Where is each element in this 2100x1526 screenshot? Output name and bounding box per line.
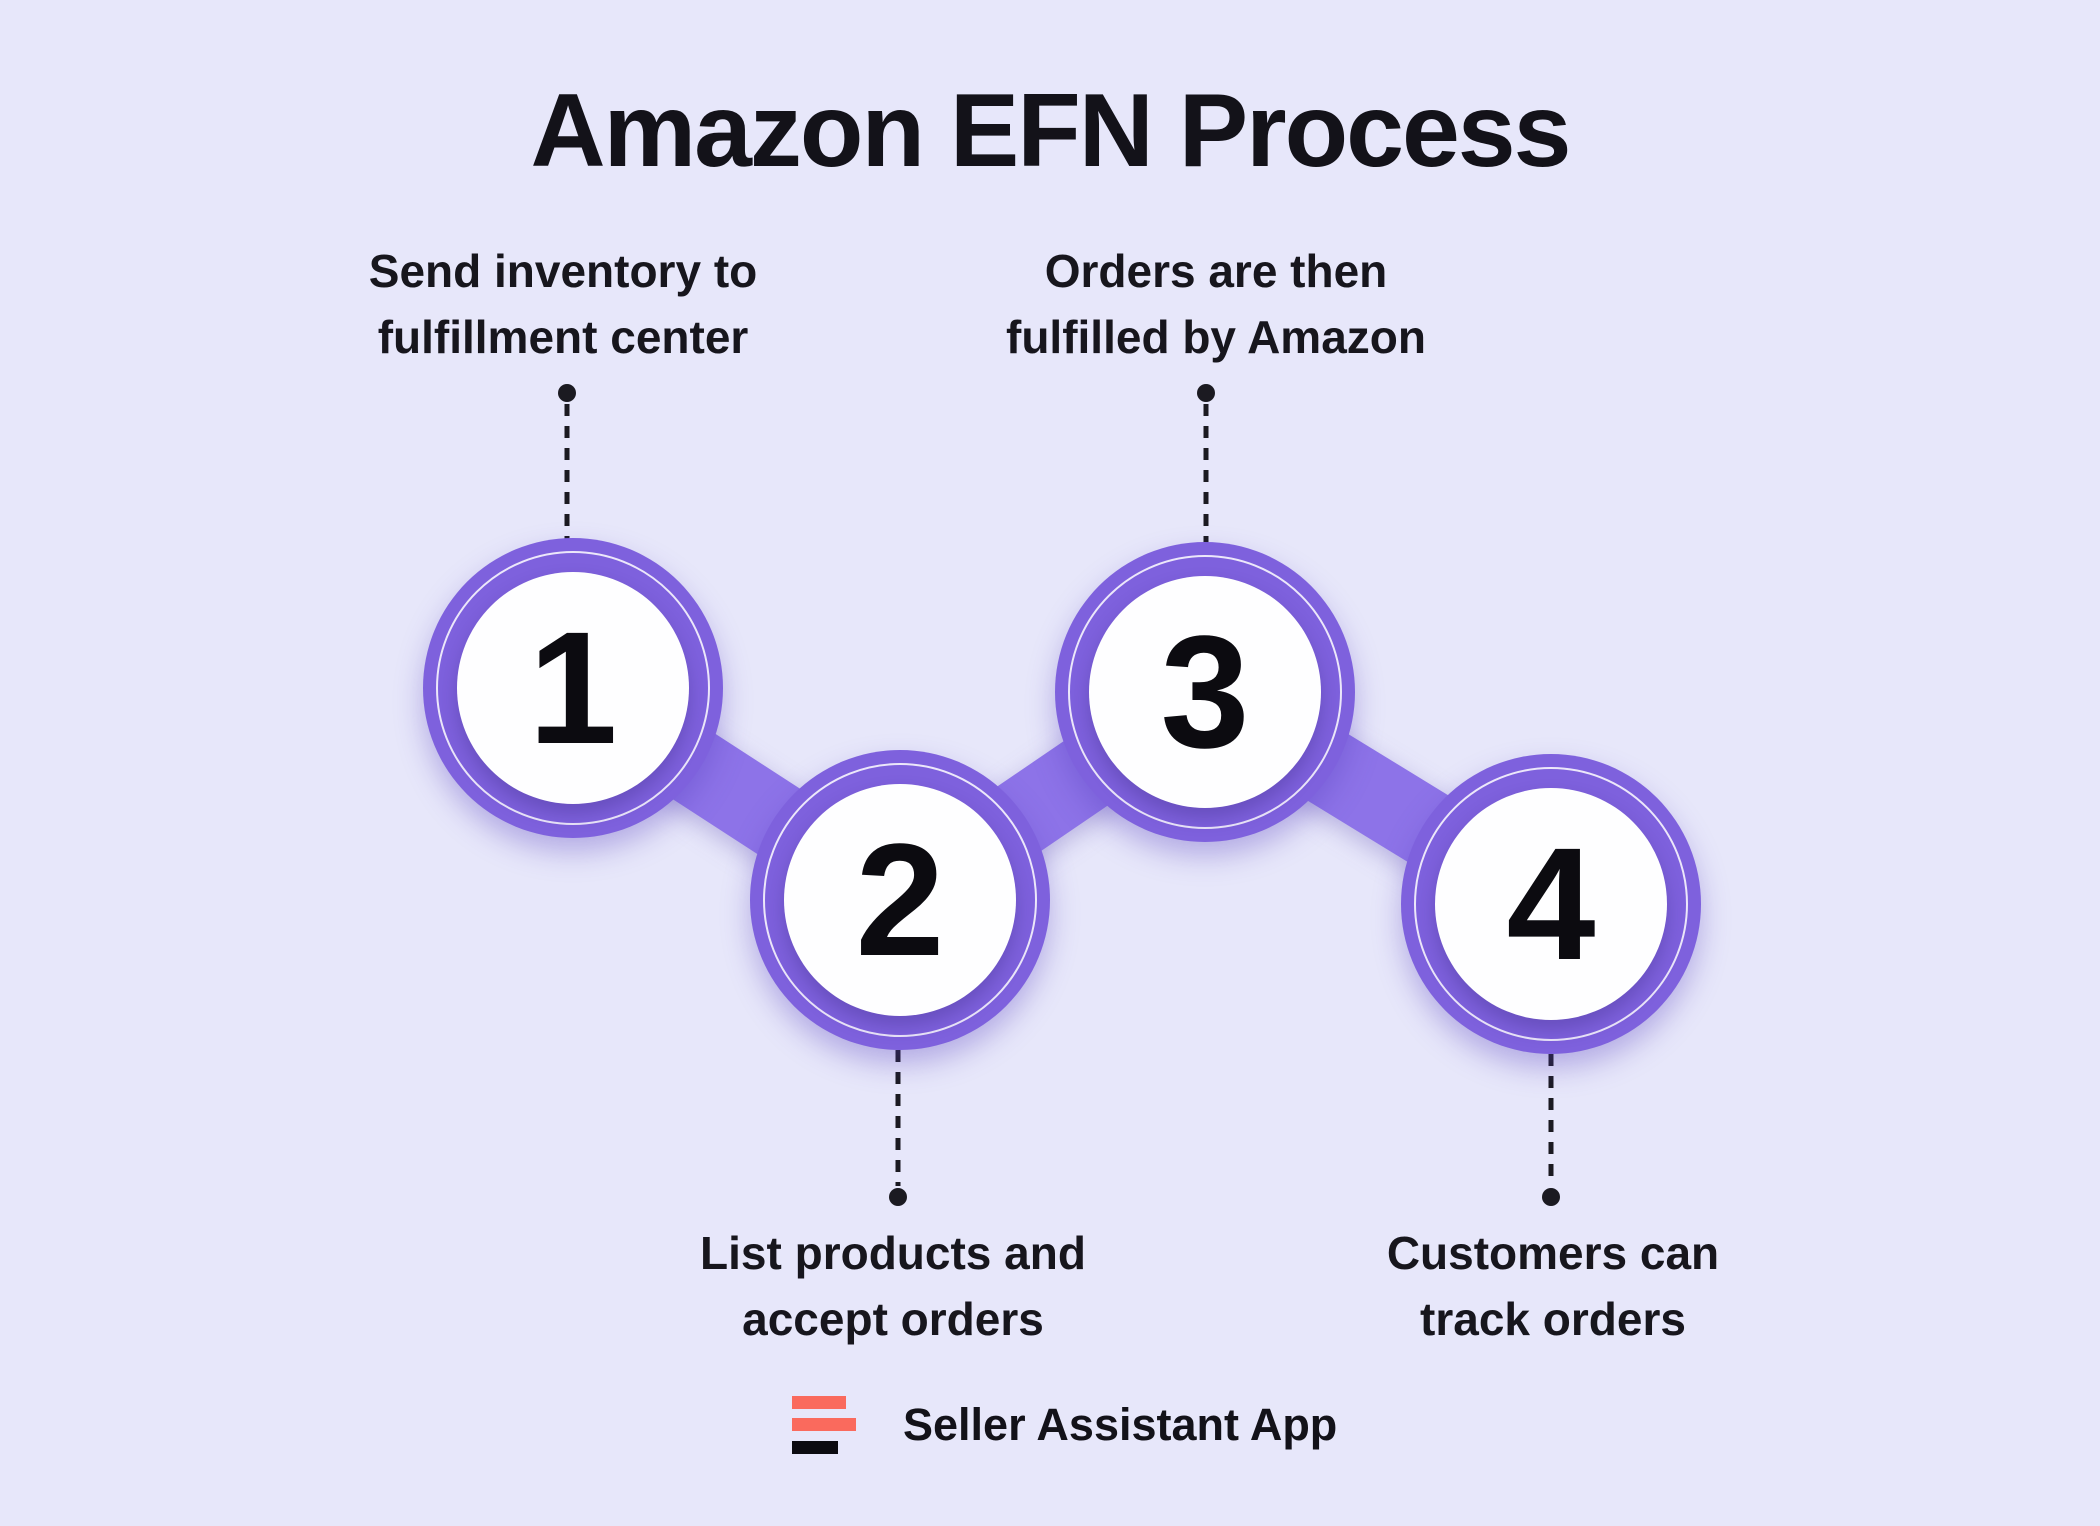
step2-circle-inner: 2: [784, 784, 1016, 1016]
step1-circle: 1: [423, 538, 723, 838]
logo-bar-middle: [792, 1418, 856, 1431]
page-title: Amazon EFN Process: [530, 73, 1572, 189]
step1-circle-hairline: [436, 551, 710, 825]
footer-brand-text: Seller Assistant App: [903, 1399, 1338, 1450]
step2-circle-hairline: [763, 763, 1037, 1037]
step1-label-line1: Send inventory to: [368, 245, 758, 297]
step2-label: List products and accept orders: [700, 1220, 1086, 1352]
step4-circle-hairline: [1414, 767, 1688, 1041]
step4-circle-inner: 4: [1435, 788, 1667, 1020]
step1-label-line2: fulfillment center: [377, 311, 749, 363]
step2-circle: 2: [750, 750, 1050, 1050]
step1-label: Send inventory to fulfillment center: [369, 238, 757, 370]
leader-dot-step4: [1542, 1188, 1560, 1206]
step4-label-line2: track orders: [1420, 1293, 1686, 1345]
step2-label-line1: List products and: [700, 1227, 1086, 1279]
leader-dot-step1: [558, 384, 576, 402]
logo-bar-top: [792, 1396, 846, 1409]
step3-number: 3: [1160, 602, 1250, 781]
step3-circle: 3: [1055, 542, 1355, 842]
step4-label: Customers can track orders: [1387, 1220, 1719, 1352]
leader-lines-group: [558, 384, 1560, 1206]
step1-number: 1: [528, 598, 618, 777]
step2-number: 2: [855, 810, 945, 989]
step3-circle-inner: 3: [1089, 576, 1321, 808]
footer-brand: Seller Assistant App: [792, 1396, 1337, 1454]
step1-circle-inner: 1: [457, 572, 689, 804]
step4-circle: 4: [1401, 754, 1701, 1054]
step3-label-line2: fulfilled by Amazon: [1006, 311, 1426, 363]
step3-label-line1: Orders are then: [1044, 245, 1388, 297]
step4-label-line1: Customers can: [1386, 1227, 1720, 1279]
step4-number: 4: [1506, 814, 1596, 993]
step3-circle-hairline: [1068, 555, 1342, 829]
leader-dot-step2: [889, 1188, 907, 1206]
logo-bar-bottom: [792, 1441, 838, 1454]
step3-label: Orders are then fulfilled by Amazon: [1006, 238, 1426, 370]
three-bars-logo-icon: [792, 1396, 856, 1454]
leader-dot-step3: [1197, 384, 1215, 402]
step2-label-line2: accept orders: [742, 1293, 1044, 1345]
